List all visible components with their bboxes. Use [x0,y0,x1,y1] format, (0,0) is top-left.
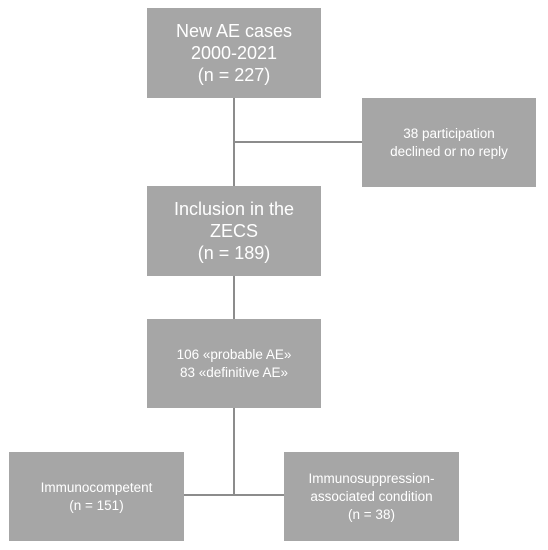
box-immunocompetent-line-2: (n = 151) [69,497,124,513]
box-inclusion-zecs: Inclusion in the ZECS (n = 189) [147,186,321,276]
box-excluded: 38 participation declined or no reply [362,98,536,187]
box-immunosuppressed-line-1: Immunosuppression- [308,470,435,486]
box-immunocompetent: Immunocompetent (n = 151) [9,452,184,541]
box-immunosuppressed-line-2: associated condition [310,488,433,504]
box-inclusion-line-3: (n = 189) [197,243,271,263]
box-new-ae-cases: New AE cases 2000-2021 (n = 227) [147,8,321,98]
box-classification: 106 «probable AE» 83 «definitive AE» [147,319,321,408]
connector-split-horizontal [184,494,284,496]
box-inclusion-line-2: ZECS [209,221,258,241]
box-new-ae-cases-line-1: New AE cases [175,21,293,41]
connector-classification-to-split [233,407,235,495]
box-new-ae-cases-line-3: (n = 227) [197,65,271,85]
box-immunosuppressed: Immunosuppression- associated condition … [284,452,459,541]
box-inclusion-line-1: Inclusion in the [173,199,295,219]
box-excluded-line-1: 38 participation [403,125,495,141]
box-classification-line-1: 106 «probable AE» [176,346,292,362]
box-new-ae-cases-line-2: 2000-2021 [190,43,278,63]
box-immunosuppressed-line-3: (n = 38) [348,506,395,522]
box-excluded-line-2: declined or no reply [390,143,508,159]
box-immunocompetent-line-1: Immunocompetent [40,479,153,495]
connector-inclusion-to-classification [233,275,235,319]
box-classification-line-2: 83 «definitive AE» [179,364,289,380]
connector-to-excluded [233,141,362,143]
